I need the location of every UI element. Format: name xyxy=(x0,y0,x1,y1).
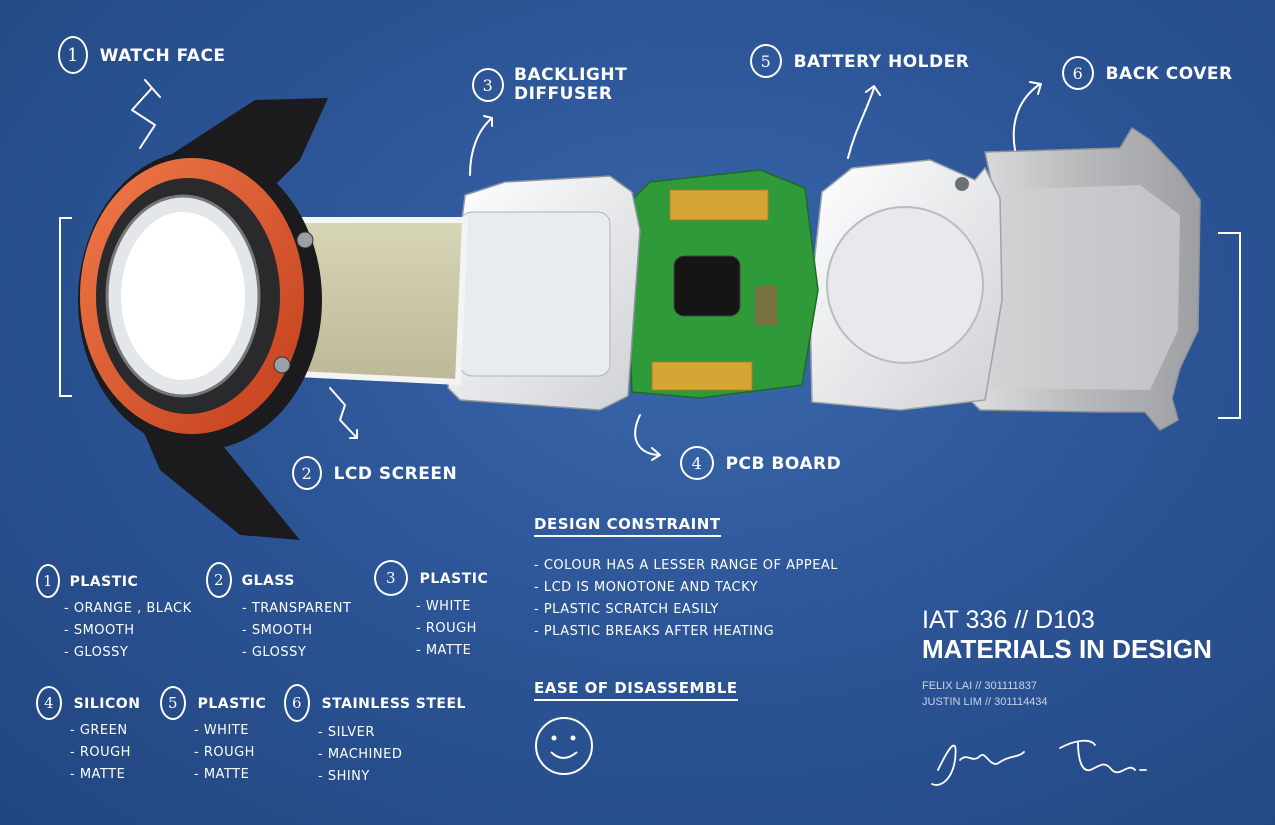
signature-felix xyxy=(931,744,1025,786)
design-constraint-list: - COLOUR HAS A LESSER RANGE OF APPEAL - … xyxy=(534,555,838,643)
label-number: 5 xyxy=(750,44,782,78)
material-title: PLASTIC xyxy=(197,696,267,712)
material-item: - SMOOTH xyxy=(64,623,135,638)
label-backlight-diffuser: 3 BACKLIGHT DIFFUSER xyxy=(472,66,627,104)
material-items: - WHITE - ROUGH - MATTE xyxy=(416,596,488,662)
design-constraint-item: - PLASTIC SCRATCH EASILY xyxy=(534,602,719,617)
material-number: 6 xyxy=(284,684,310,722)
label-pcb-board: 4 PCB BOARD xyxy=(680,446,841,480)
material-number: 2 xyxy=(206,562,232,598)
material-title: PLASTIC xyxy=(69,574,139,590)
design-constraint-item: - PLASTIC BREAKS AFTER HEATING xyxy=(534,624,775,639)
material-item: - TRANSPARENT xyxy=(242,601,352,616)
battery-holder-part xyxy=(809,159,1003,411)
course-block: IAT 336 // D103 MATERIALS IN DESIGN FELI… xyxy=(922,606,1212,710)
material-title: GLASS xyxy=(241,573,295,589)
material-number: 4 xyxy=(36,686,62,720)
material-items: - WHITE - ROUGH - MATTE xyxy=(194,720,266,786)
material-item: - WHITE xyxy=(416,599,471,614)
left-bracket xyxy=(59,217,72,397)
material-items: - TRANSPARENT - SMOOTH - GLOSSY xyxy=(242,598,351,664)
material-items: - GREEN - ROUGH - MATTE xyxy=(70,720,140,786)
lcd-screen-part xyxy=(294,217,469,386)
label-text: LCD SCREEN xyxy=(333,463,458,484)
material-4: 4 SILICON - GREEN - ROUGH - MATTE xyxy=(36,686,140,786)
arrow-watch-face xyxy=(131,79,161,149)
arrow-pcb xyxy=(634,414,661,461)
pcb-board-part xyxy=(627,169,819,399)
arrow-battery xyxy=(847,85,881,159)
design-constraint-item: - LCD IS MONOTONE AND TACKY xyxy=(534,580,759,595)
arrow-lcd-screen xyxy=(329,387,358,439)
author-line: FELIX LAI // 301111837 xyxy=(922,680,1037,692)
design-constraint-title: DESIGN CONSTRAINT xyxy=(534,515,721,537)
label-text: BACK COVER xyxy=(1105,63,1233,84)
author-line: JUSTIN LIM // 301114434 xyxy=(922,696,1048,708)
material-item: - MATTE xyxy=(194,767,250,782)
arrow-backlight xyxy=(469,115,493,176)
material-item: - ROUGH xyxy=(194,745,255,760)
material-number: 1 xyxy=(36,564,60,598)
signature-justin xyxy=(1059,739,1147,774)
backlight-diffuser-part xyxy=(447,175,641,411)
label-number: 3 xyxy=(472,68,504,102)
label-text-line2: DIFFUSER xyxy=(514,84,613,104)
back-cover-part xyxy=(964,126,1201,431)
label-text: WATCH FACE xyxy=(99,45,226,66)
material-item: - GLOSSY xyxy=(242,645,307,660)
material-item: - GLOSSY xyxy=(64,645,129,660)
material-item: - GREEN xyxy=(70,723,128,738)
author-list: FELIX LAI // 301111837 JUSTIN LIM // 301… xyxy=(922,678,1212,710)
right-bracket xyxy=(1218,232,1241,419)
smiley-face-icon xyxy=(535,717,593,775)
label-back-cover: 6 BACK COVER xyxy=(1062,56,1233,90)
label-number: 4 xyxy=(680,446,714,480)
material-item: - ROUGH xyxy=(416,621,477,636)
label-number: 2 xyxy=(292,456,322,490)
material-item: - SHINY xyxy=(318,769,370,784)
arrow-back-cover xyxy=(1012,81,1042,151)
label-lcd-screen: 2 LCD SCREEN xyxy=(292,456,457,490)
course-title: MATERIALS IN DESIGN xyxy=(922,634,1212,664)
material-item: - MACHINED xyxy=(318,747,403,762)
label-text-line1: BACKLIGHT xyxy=(514,65,628,85)
ease-of-disassemble-section: EASE OF DISASSEMBLE xyxy=(534,678,738,701)
material-item: - WHITE xyxy=(194,723,249,738)
material-title: STAINLESS STEEL xyxy=(321,696,466,712)
material-item: - MATTE xyxy=(416,643,472,658)
label-number: 6 xyxy=(1062,56,1094,90)
material-items: - ORANGE , BLACK - SMOOTH - GLOSSY xyxy=(64,598,192,664)
label-number: 1 xyxy=(58,36,88,74)
material-item: - ROUGH xyxy=(70,745,131,760)
design-constraint-item: - COLOUR HAS A LESSER RANGE OF APPEAL xyxy=(534,558,839,573)
ease-of-disassemble-title: EASE OF DISASSEMBLE xyxy=(534,679,738,701)
material-5: 5 PLASTIC - WHITE - ROUGH - MATTE xyxy=(160,686,266,786)
material-item: - MATTE xyxy=(70,767,126,782)
material-6: 6 STAINLESS STEEL - SILVER - MACHINED - … xyxy=(284,684,466,788)
material-item: - ORANGE , BLACK xyxy=(64,601,192,616)
material-number: 5 xyxy=(160,686,186,720)
material-number: 3 xyxy=(374,560,408,596)
label-battery-holder: 5 BATTERY HOLDER xyxy=(750,44,969,78)
material-3: 3 PLASTIC - WHITE - ROUGH - MATTE xyxy=(374,560,488,662)
watch-face-part xyxy=(78,98,328,540)
material-title: SILICON xyxy=(73,696,141,712)
material-2: 2 GLASS - TRANSPARENT - SMOOTH - GLOSSY xyxy=(206,562,351,664)
material-item: - SILVER xyxy=(318,725,375,740)
design-constraint-section: DESIGN CONSTRAINT - COLOUR HAS A LESSER … xyxy=(534,514,838,643)
course-code: IAT 336 // D103 xyxy=(922,606,1095,634)
material-item: - SMOOTH xyxy=(242,623,313,638)
material-1: 1 PLASTIC - ORANGE , BLACK - SMOOTH - GL… xyxy=(36,564,192,664)
label-text: PCB BOARD xyxy=(725,453,842,474)
material-title: PLASTIC xyxy=(419,571,489,587)
label-watch-face: 1 WATCH FACE xyxy=(58,36,226,74)
label-text: BATTERY HOLDER xyxy=(793,51,970,72)
material-items: - SILVER - MACHINED - SHINY xyxy=(318,722,466,788)
